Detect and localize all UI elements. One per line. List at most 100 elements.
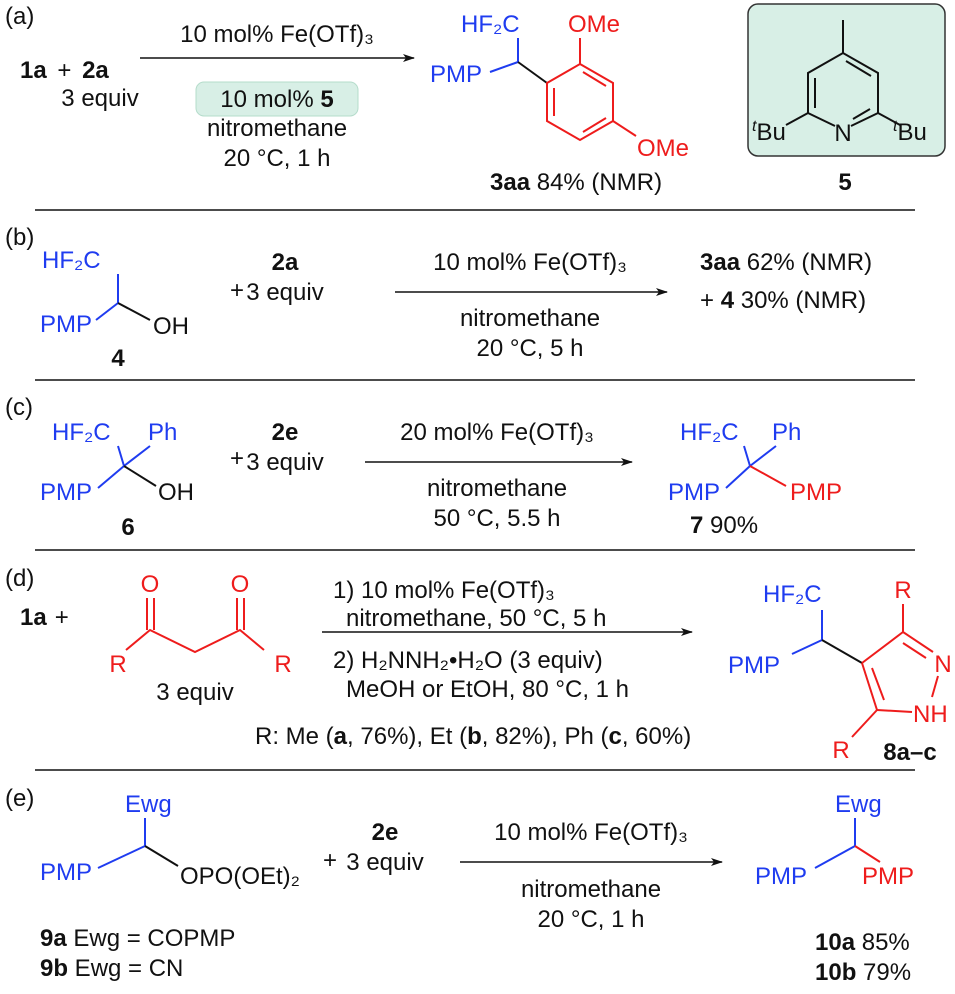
pmp-group-blue: PMP: [755, 863, 807, 890]
reactant-2a: 2a: [82, 57, 109, 84]
panel-label: (a): [5, 3, 34, 30]
plus-sign: +: [230, 277, 244, 304]
pyrazole-nh: NH: [913, 701, 948, 728]
reactant-2a: 2a: [272, 249, 299, 276]
product-id: 7: [690, 512, 703, 539]
product-10b-yield: 10b 79%: [815, 959, 911, 986]
yield-value: 84% (NMR): [530, 169, 662, 196]
hydroxyl-group: OH: [158, 479, 194, 506]
equiv-label: 3 equiv: [346, 849, 423, 876]
yield-value: 79%: [856, 959, 911, 986]
product-3aa-structure: HF₂C PMP OMe OMe: [430, 11, 689, 162]
product-id: 3aa: [700, 249, 741, 276]
plus-sign: +: [700, 287, 721, 314]
scope-id: c: [608, 723, 621, 750]
yield-value: 90%: [703, 512, 758, 539]
carbonyl-o: O: [141, 571, 160, 598]
panel-label: (e): [5, 785, 34, 812]
scope-id: b: [467, 723, 482, 750]
panel-label: (b): [5, 224, 34, 251]
panel-label: (d): [5, 565, 34, 592]
product-id: 4: [721, 287, 735, 314]
additive-id: 5: [320, 86, 333, 113]
phenyl-group: Ph: [772, 419, 801, 446]
reactants: 1a +: [20, 604, 69, 631]
product-8-structure: HF₂C PMP R N NH R: [728, 577, 952, 764]
compound-9a-label: 9a Ewg = COPMP: [40, 925, 235, 952]
step1-conditions: nitromethane, 50 °C, 5 h: [346, 605, 606, 632]
hf2c-group: HF₂C: [52, 419, 111, 446]
ome-top: OMe: [568, 11, 620, 38]
carbonyl-o: O: [231, 571, 250, 598]
butyl: Bu: [756, 119, 785, 146]
solvent-label: nitromethane: [521, 876, 661, 903]
pmp-group: PMP: [430, 61, 482, 88]
product-8-label: 8a–c: [883, 739, 936, 766]
additive-amount: 10 mol%: [220, 86, 320, 113]
r-group: R: [109, 651, 126, 678]
panel-a: (a) 1a + 2a 3 equiv 10 mol% Fe(OTf)₃ 10 …: [5, 3, 946, 196]
ome-bottom: OMe: [637, 135, 689, 162]
pyrazole-n: N: [934, 651, 951, 678]
plus-sign: +: [55, 604, 69, 631]
catalyst-label: 10 mol% Fe(OTf)₃: [433, 249, 627, 276]
equiv-label: 3 equiv: [61, 85, 138, 112]
plus-sign: +: [57, 57, 71, 84]
tert-prefix: t: [893, 118, 898, 135]
pmp-group-blue: PMP: [668, 479, 720, 506]
plus-sign: +: [230, 445, 244, 472]
step1-catalyst: 1) 10 mol% Fe(OTf)₃: [333, 577, 555, 604]
solvent-label: nitromethane: [460, 305, 600, 332]
step2-reagent: 2) H₂NNH₂•H₂O (3 equiv): [333, 647, 603, 674]
scope-text: R: Me (: [255, 723, 334, 750]
r-scope-line: R: Me (a, 76%), Et (b, 82%), Ph (c, 60%): [255, 723, 691, 750]
yield-value: 30% (NMR): [734, 287, 866, 314]
hf2c-group: HF₂C: [763, 581, 822, 608]
conditions-label: 20 °C, 5 h: [477, 335, 584, 362]
hf2c-group: HF₂C: [680, 419, 739, 446]
catalyst-label: 10 mol% Fe(OTf)₃: [180, 21, 374, 48]
hydroxyl-group: OH: [153, 313, 189, 340]
yield-value: 62% (NMR): [740, 249, 872, 276]
panel-e: (e) Ewg PMP OPO(OEt)₂ 9a Ewg = COPMP 9b …: [5, 785, 914, 986]
scope-id: a: [334, 723, 348, 750]
pmp-group-red: PMP: [862, 863, 914, 890]
step2-conditions: MeOH or EtOH, 80 °C, 1 h: [346, 676, 629, 703]
compound-9b-label: 9b Ewg = CN: [40, 955, 183, 982]
reactant-1a: 1a: [20, 604, 47, 631]
ewg-group: Ewg: [125, 791, 172, 818]
compound-desc: Ewg = CN: [68, 955, 183, 982]
r-group: R: [894, 577, 911, 604]
r-group: R: [274, 651, 291, 678]
catalyst-label: 10 mol% Fe(OTf)₃: [494, 819, 688, 846]
solvent-label: nitromethane: [207, 115, 347, 142]
pmp-group-red: PMP: [790, 479, 842, 506]
product-4-yield: + 4 30% (NMR): [700, 287, 866, 314]
butyl: Bu: [897, 119, 926, 146]
phosphate-group: OPO(OEt)₂: [180, 863, 300, 890]
compound-desc: Ewg = COPMP: [67, 925, 236, 952]
product-id: 10a: [815, 929, 856, 956]
reactants: 1a + 2a: [20, 57, 109, 84]
pyridine-n: N: [834, 120, 851, 147]
tbu-right: tBu: [893, 118, 927, 146]
compound-id: 9a: [40, 925, 67, 952]
reactant-1a: 1a: [20, 57, 47, 84]
catalyst-label: 20 mol% Fe(OTf)₃: [400, 419, 594, 446]
conditions-label: 20 °C, 1 h: [538, 906, 645, 933]
product-7-yield: 7 90%: [690, 512, 758, 539]
equiv-label: 3 equiv: [246, 279, 323, 306]
product-3aa-yield: 3aa 62% (NMR): [700, 249, 872, 276]
scope-text: , 76%), Et (: [347, 723, 467, 750]
ewg-group: Ewg: [835, 791, 882, 818]
hf2c-group: HF₂C: [42, 247, 101, 274]
panel-d: (d) 1a + O O R R 3 equiv 1) 10 mol% Fe(OT…: [5, 565, 952, 766]
scope-text: , 82%), Ph (: [482, 723, 609, 750]
reactant-2e: 2e: [272, 419, 299, 446]
equiv-label: 3 equiv: [156, 679, 233, 706]
panel-c: (c) HF₂C Ph PMP OH 6 + 2e 3 equiv 20 mol…: [5, 394, 842, 541]
conditions-label: 50 °C, 5.5 h: [433, 505, 560, 532]
tbu-left: tBu: [752, 118, 786, 146]
product-10a-yield: 10a 85%: [815, 929, 910, 956]
